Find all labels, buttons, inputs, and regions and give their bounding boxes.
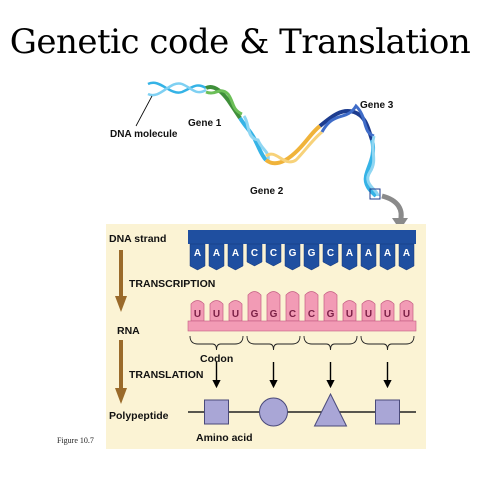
dna-base	[284, 243, 301, 271]
dna-base	[189, 243, 206, 271]
gene1-label: Gene 1	[188, 118, 222, 129]
rna-base-letter: U	[365, 309, 372, 320]
dna-base	[265, 243, 282, 267]
rna-base	[361, 300, 376, 322]
dna-base-letter: A	[194, 248, 201, 259]
translation-arrow	[115, 340, 127, 404]
rna-base	[190, 300, 205, 322]
dna-base	[246, 243, 263, 267]
rna-base	[342, 300, 357, 322]
dna-base	[360, 243, 377, 271]
dna-base-letter: C	[251, 248, 258, 259]
rna-base	[399, 300, 414, 322]
dna-base-letter: A	[365, 248, 372, 259]
dna-helix	[147, 81, 380, 198]
codon-braces	[189, 335, 415, 389]
dna-base	[341, 243, 358, 271]
dna-base-letter: G	[308, 248, 316, 259]
amino-acid-circle	[259, 397, 288, 427]
rna-label: RNA	[117, 325, 140, 337]
dna-molecule-pointer	[135, 95, 153, 127]
rna-base-letter: C	[289, 309, 296, 320]
rna-base	[380, 300, 395, 322]
rna-base-letter: G	[270, 309, 278, 320]
rna-base-letter: U	[346, 309, 353, 320]
dna-base-letter: A	[403, 248, 410, 259]
rna-base-letter: U	[213, 309, 220, 320]
dna-base-letter: A	[384, 248, 391, 259]
codon-brace	[360, 335, 415, 351]
polypeptide-label: Polypeptide	[109, 410, 169, 422]
transcription-arrow	[115, 250, 127, 312]
rna-base	[209, 300, 224, 322]
amino-acid-square	[375, 399, 400, 425]
dna-molecule-label: DNA molecule	[110, 129, 178, 140]
amino-acids	[204, 392, 400, 427]
dna-base-letter: A	[232, 248, 239, 259]
dna-base	[398, 243, 415, 271]
page-title: Genetic code & Translation	[9, 22, 471, 62]
zoom-box	[369, 188, 381, 200]
rna-base-letter: U	[194, 309, 201, 320]
rna-base-letter: C	[308, 309, 315, 320]
dna-base-letter: A	[346, 248, 353, 259]
dna-backbone	[188, 230, 416, 244]
codon-brace	[246, 335, 301, 351]
dna-base	[208, 243, 225, 271]
rna-base	[304, 291, 319, 322]
codon-brace	[303, 335, 358, 351]
dna-base	[322, 243, 339, 267]
rna-base-letter: G	[327, 309, 335, 320]
amino-acid-triangle	[313, 392, 348, 427]
gene2-label: Gene 2	[250, 186, 284, 197]
rna-base	[228, 300, 243, 322]
dna-base-letter: C	[270, 248, 277, 259]
rna-backbone	[187, 320, 417, 332]
gene3-label: Gene 3	[360, 100, 394, 111]
dna-base-letter: C	[327, 248, 334, 259]
rna-base-letter: U	[384, 309, 391, 320]
dna-strand-label: DNA strand	[109, 233, 166, 245]
rna-base	[266, 291, 281, 322]
dna-base	[227, 243, 244, 271]
codon-brace	[189, 335, 244, 351]
transcription-label: TRANSCRIPTION	[129, 278, 215, 290]
amino-acid-label: Amino acid	[196, 432, 253, 444]
translation-label: TRANSLATION	[129, 369, 203, 381]
dna-base	[303, 243, 320, 271]
rna-base	[323, 291, 338, 322]
figure-caption: Figure 10.7	[57, 436, 94, 445]
codon-label: Codon	[200, 353, 233, 365]
rna-base-letter: U	[403, 309, 410, 320]
rna-base-letter: G	[251, 309, 259, 320]
dna-base-letter: G	[289, 248, 297, 259]
amino-acid-square	[204, 399, 229, 425]
dna-base-letter: A	[213, 248, 220, 259]
rna-base	[285, 291, 300, 322]
dna-base	[379, 243, 396, 271]
rna-base-letter: U	[232, 309, 239, 320]
rna-base	[247, 291, 262, 322]
